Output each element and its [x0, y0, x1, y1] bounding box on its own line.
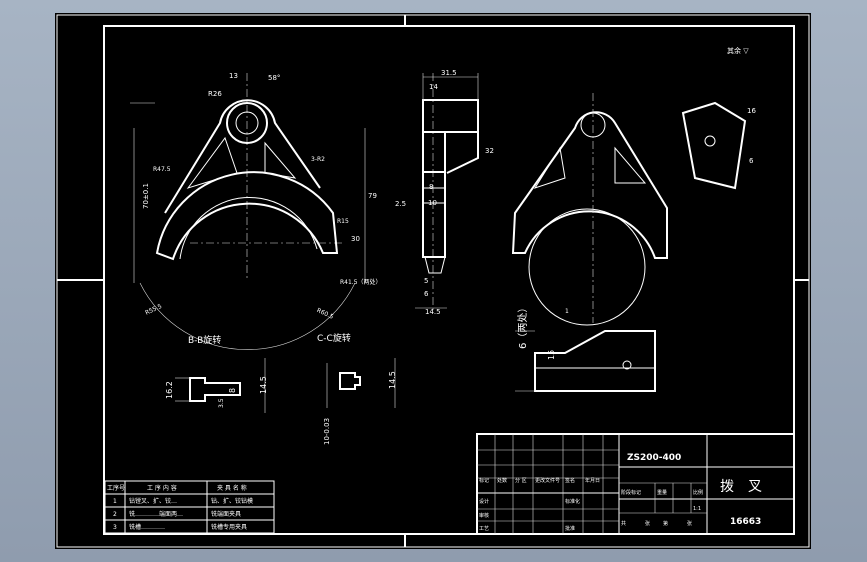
dimension-label: 阶段标记 — [621, 489, 641, 496]
dimension-label: 15 — [547, 350, 556, 360]
process-table: 工序号 工 序 内 容 夹 具 名 称 1 钻镗叉、扩、铰… 钻、扩、铰钻模 2… — [104, 480, 275, 534]
dimension-label: 铣槽专用夹具 — [211, 523, 247, 531]
dimension-label: 重量 — [657, 489, 667, 496]
dimension-label: 1:1 — [693, 506, 701, 512]
section-b-b: B-B旋转 16.2 8 3.5 14.5 — [165, 334, 268, 413]
dimension-label: 共 — [621, 520, 626, 527]
dimension-label: 3 — [113, 524, 117, 531]
dimension-label: 13 — [229, 72, 238, 80]
dimension-label: 30 — [351, 235, 360, 243]
drawing-number: ZS200-400 — [627, 453, 681, 463]
dimension-label: 工艺 — [479, 526, 489, 532]
dimension-label: 16.2 — [165, 381, 174, 399]
dimension-label: 批准 — [565, 525, 575, 532]
dimension-label: 审核 — [479, 512, 489, 519]
dimension-label: 3.5 — [218, 398, 225, 408]
dimension-label: R26 — [208, 90, 222, 98]
dimension-label: 2.5 — [395, 200, 406, 208]
part-code: 16663 — [730, 517, 761, 527]
dimension-label: 年月日 — [585, 477, 600, 484]
dimension-label: B-B旋转 — [188, 334, 221, 346]
dimension-label: 79 — [368, 192, 377, 200]
isometric-fork-view: 1 — [511, 93, 668, 326]
drawing-sheet: 其余 ▽ 58° 13 R26 R47.5 3-R2 70±0.1 79 R15… — [55, 13, 811, 549]
dimension-label: 铣端面夹具 — [211, 510, 241, 518]
dimension-label: R41.5（两处） — [340, 278, 382, 286]
dimension-label: 58° — [268, 74, 280, 82]
dimension-label: 31.5 — [441, 69, 457, 77]
dimension-label: 钻、扩、铰钻模 — [211, 497, 253, 505]
dimension-label: R60.5 — [316, 307, 335, 321]
dimension-label: 铣槽………… — [129, 523, 165, 531]
section-c-c: C-C旋转 14.5 10-0.03 — [317, 332, 397, 445]
dimension-label: R15 — [337, 218, 349, 225]
dimension-label: 14.5 — [425, 308, 441, 316]
detail-view: 16 6 — [681, 101, 756, 190]
cad-drawing: 其余 ▽ 58° 13 R26 R47.5 3-R2 70±0.1 79 R15… — [56, 14, 810, 548]
dimension-label: 更改文件号 — [535, 477, 560, 484]
title-block: ZS200-400 拨 叉 16663 标记 处数 分 区 更改文件号 签名 年… — [476, 433, 795, 535]
dimension-label: 6 — [424, 290, 429, 298]
dimension-label: 标记 — [479, 477, 489, 484]
dimension-label: 签名 — [565, 477, 575, 484]
dimension-label: 铣…………端面两… — [129, 510, 183, 518]
dimension-label: 张 — [645, 520, 650, 527]
dimension-label: 10-0.03 — [323, 418, 331, 445]
dimension-label: 1 — [565, 308, 569, 315]
dimension-label: 分 区 — [515, 477, 527, 484]
dimension-label: 14 — [429, 83, 438, 91]
side-view: 31.5 14 32 2.5 10 8 5 6 14.5 — [395, 69, 494, 316]
dimension-label: 工 序 内 容 — [147, 484, 177, 492]
dimension-label: 工序号 — [107, 484, 125, 492]
two-places-view: 6（两处） 15 — [515, 303, 656, 392]
dimension-label: 5 — [424, 277, 428, 285]
dimension-label: 6（两处） — [517, 303, 529, 349]
dimension-label: 3-R2 — [311, 156, 325, 163]
dimension-label: R55.5 — [144, 303, 163, 317]
dimension-label: 设计 — [479, 498, 489, 505]
dimension-label: C-C旋转 — [317, 332, 351, 344]
dimension-label: 6 — [749, 157, 754, 165]
dimension-label: 钻镗叉、扩、铰… — [129, 497, 177, 505]
dimension-label: 2 — [113, 511, 117, 518]
dimension-label: 10 — [428, 199, 437, 207]
dimension-label: 16 — [747, 107, 756, 115]
dimension-label: 32 — [485, 147, 494, 155]
dimension-label: R47.5 — [153, 166, 171, 173]
inner-border — [103, 25, 795, 535]
front-view: 58° 13 R26 R47.5 3-R2 70±0.1 79 R15 30 R… — [130, 72, 382, 350]
part-name: 拨 叉 — [720, 479, 762, 495]
roughness-note: 其余 ▽ — [727, 46, 749, 55]
dimension-label: 处数 — [497, 477, 507, 484]
dimension-label: 70±0.1 — [142, 183, 150, 209]
dimension-label: 14.5 — [388, 371, 397, 389]
dimension-label: 张 — [687, 520, 692, 527]
dimension-label: 标准化 — [565, 498, 580, 505]
dimension-label: 第 — [663, 520, 668, 527]
dimension-label: 1 — [113, 498, 117, 505]
dimension-label: 8 — [429, 183, 433, 191]
dimension-label: 夹 具 名 称 — [217, 484, 247, 492]
dimension-label: 8 — [228, 388, 237, 393]
dimension-label: 比例 — [693, 489, 703, 496]
dimension-label: 14.5 — [259, 376, 268, 394]
